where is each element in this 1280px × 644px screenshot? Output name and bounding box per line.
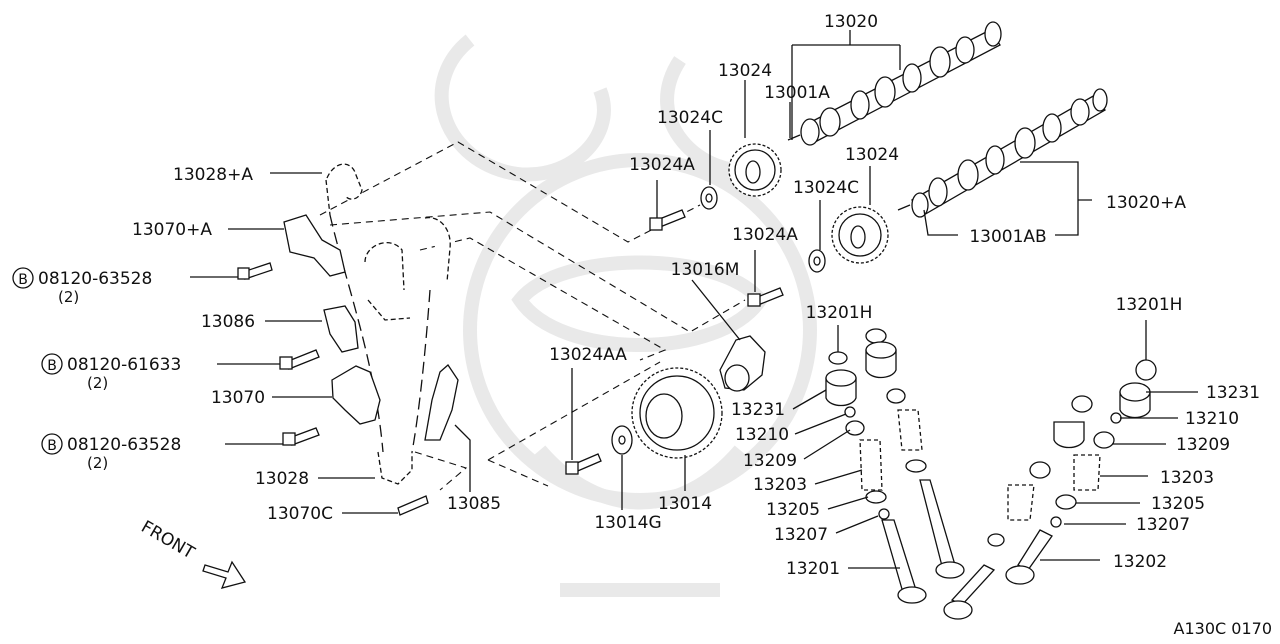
callout-13020: 13020 [824, 12, 878, 32]
callout-13209-right: 13209 [1176, 435, 1230, 455]
front-arrow [202, 560, 247, 589]
washers-bolts [237, 186, 826, 516]
bolt-part-number: 08120-63528 [38, 269, 152, 289]
callout-13020A: 13020+A [1106, 193, 1186, 213]
callout-13201H-left: 13201H [806, 303, 873, 323]
callout-13014G: 13014G [594, 513, 661, 533]
camshaft-lower [897, 88, 1108, 218]
callout-13207-right: 13207 [1136, 515, 1190, 535]
watermark-emblem [434, 34, 817, 597]
callout-13001A: 13001A [764, 83, 830, 103]
callout-13024C-top: 13024C [657, 108, 723, 128]
bolt-callout-1: B 08120-63528 (2) [12, 267, 152, 306]
callout-13203-left: 13203 [753, 475, 807, 495]
callout-13085: 13085 [447, 494, 501, 514]
bolt-callout-3: B 08120-63528 (2) [41, 433, 181, 472]
diagram-code: A130C 0170 [1174, 619, 1272, 638]
timing-chains [325, 163, 451, 485]
valve-train-right [943, 359, 1157, 620]
callout-13024A-top: 13024A [629, 155, 695, 175]
callout-13001AB: 13001AB [969, 227, 1046, 247]
sprocket-lower [831, 206, 889, 264]
callout-13205-right: 13205 [1151, 494, 1205, 514]
callout-13024-top: 13024 [718, 61, 772, 81]
callout-13210-left: 13210 [735, 425, 789, 445]
callout-13201: 13201 [786, 559, 840, 579]
bolt-b-marker: B [18, 272, 28, 288]
bolt-b-marker: B [47, 358, 57, 374]
bolt-part-number: 08120-63528 [67, 435, 181, 455]
sprocket-upper [728, 143, 782, 197]
bolt-quantity: (2) [87, 454, 108, 472]
callout-13024AA: 13024AA [549, 345, 627, 365]
chain-guides-tensioners [283, 214, 766, 441]
callout-13207-left: 13207 [774, 525, 828, 545]
callout-labels: 13020 13024 13001A 13024C 13024A 13028+A… [132, 12, 1260, 579]
callout-13028: 13028 [255, 469, 309, 489]
callout-13086: 13086 [201, 312, 255, 332]
callout-13209-left: 13209 [743, 451, 797, 471]
callout-13028A: 13028+A [173, 165, 253, 185]
callout-13024C-mid: 13024C [793, 178, 859, 198]
callout-13024-mid: 13024 [845, 145, 899, 165]
bolt-b-marker: B [47, 438, 57, 454]
sprocket-crank [631, 367, 723, 459]
callout-13016M: 13016M [671, 260, 740, 280]
leader-lines [190, 30, 1198, 569]
callout-13024A-mid: 13024A [732, 225, 798, 245]
camshaft-upper [787, 21, 1002, 146]
callout-13210-right: 13210 [1185, 409, 1239, 429]
front-label: FRONT [138, 517, 199, 564]
callout-13231-left: 13231 [731, 400, 785, 420]
bolt-quantity: (2) [58, 288, 79, 306]
callout-13202: 13202 [1113, 552, 1167, 572]
valve-train-left [825, 328, 965, 604]
callout-13203-right: 13203 [1160, 468, 1214, 488]
callout-13205-left: 13205 [766, 500, 820, 520]
callout-13014: 13014 [658, 494, 712, 514]
callout-13070A: 13070+A [132, 220, 212, 240]
callout-13070C: 13070C [267, 504, 333, 524]
bolt-quantity: (2) [87, 374, 108, 392]
callout-13201H-right: 13201H [1116, 295, 1183, 315]
callout-13231-right: 13231 [1206, 383, 1260, 403]
bolt-callout-2: B 08120-61633 (2) [41, 353, 181, 392]
bolt-part-number: 08120-61633 [67, 355, 181, 375]
callout-13070: 13070 [211, 388, 265, 408]
